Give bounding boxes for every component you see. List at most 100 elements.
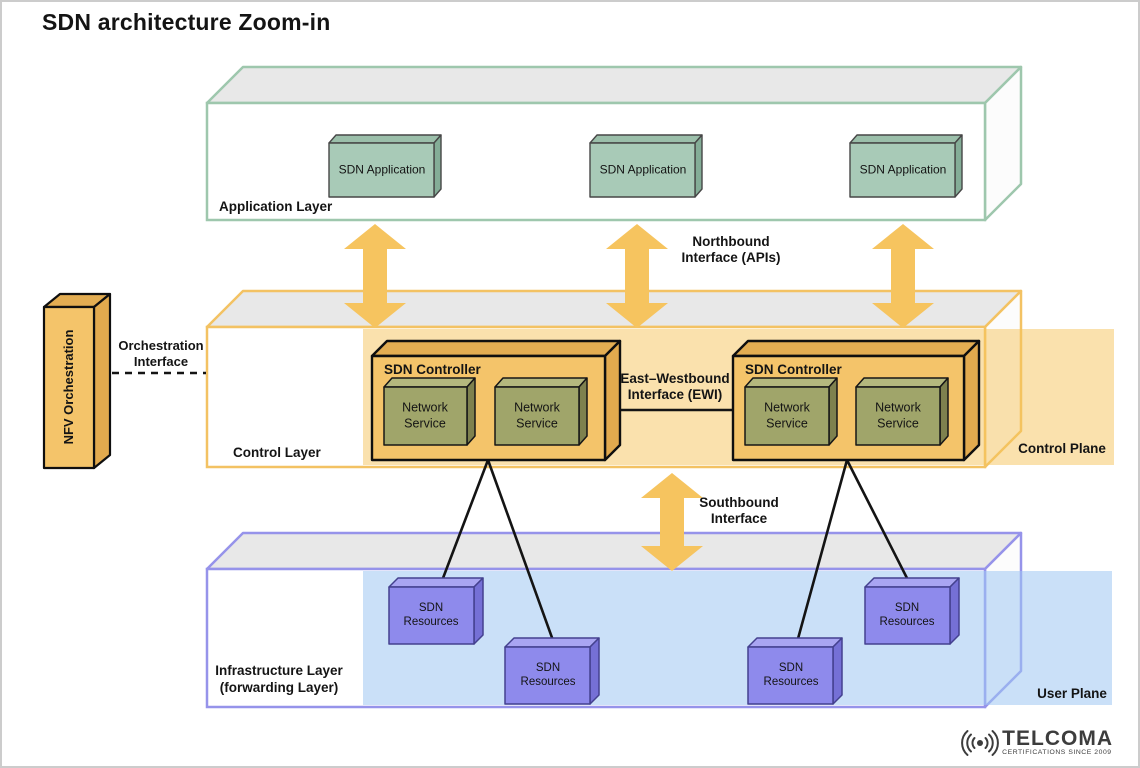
ewi-line2: Interface (EWI) xyxy=(627,387,723,402)
southbound-interface-label: Southbound Interface xyxy=(699,495,778,527)
sdn-application-box-2 xyxy=(589,134,703,198)
res3-line1: SDN xyxy=(778,662,804,674)
user-plane-label: User Plane xyxy=(1037,686,1107,701)
res2-top xyxy=(504,637,600,648)
network-service-box-1 xyxy=(383,377,476,446)
ns2-side xyxy=(578,377,588,446)
controller2-resource3-link xyxy=(794,458,849,648)
ns3-line2: Service xyxy=(766,416,808,430)
res3-side xyxy=(832,637,843,705)
northbound-arrow-3 xyxy=(872,224,934,328)
ns4-line1: Network xyxy=(875,400,921,415)
southbound-line1: Southbound xyxy=(699,495,779,510)
northbound-arrow-1 xyxy=(344,224,406,328)
sdn-application-box-1 xyxy=(328,134,442,198)
res3-top xyxy=(747,637,843,648)
sdn-application-2-label: SDN Application xyxy=(599,162,687,177)
res4-top xyxy=(864,577,960,588)
telcoma-radio-waves-icon xyxy=(961,728,1000,758)
control-plane-label: Control Plane xyxy=(1018,441,1106,456)
telcoma-tagline-text: CERTIFICATIONS SINCE 2009 xyxy=(1002,749,1112,756)
infra-label-line1: Infrastructure Layer xyxy=(215,663,343,678)
southbound-arrow xyxy=(641,473,703,571)
sdn-resources-box-1 xyxy=(388,577,484,645)
controller2-right-face xyxy=(962,339,981,462)
app1-front xyxy=(328,142,435,198)
res4-side xyxy=(949,577,960,645)
app2-top xyxy=(589,134,703,144)
northbound-line2: Interface (APIs) xyxy=(681,250,781,265)
res2-side xyxy=(589,637,600,705)
ns3-top xyxy=(744,377,838,388)
sdn-resources-1-label: SDN Resources xyxy=(404,601,459,629)
ns3-side xyxy=(828,377,838,446)
res1-top xyxy=(388,577,484,588)
ns2-line2: Service xyxy=(516,416,558,430)
sdn-controller-1-label: SDN Controller xyxy=(384,362,481,377)
sdn-controller-1-box xyxy=(370,339,622,462)
app3-side xyxy=(954,134,963,198)
ewi-line1: East–Westbound xyxy=(620,371,730,386)
ns3-front xyxy=(744,386,830,446)
sdn-resources-2-label: SDN Resources xyxy=(521,661,576,689)
ns4-front xyxy=(855,386,941,446)
ns1-front xyxy=(383,386,468,446)
app2-side xyxy=(694,134,703,198)
application-layer-top-face xyxy=(205,65,1023,105)
nfv-box-front-face xyxy=(42,305,96,470)
network-service-box-2 xyxy=(494,377,588,446)
network-service-3-label: Network Service xyxy=(764,401,810,432)
sdn-controller-2-box xyxy=(731,339,981,462)
ns2-line1: Network xyxy=(514,400,560,415)
sdn-resources-3-label: SDN Resources xyxy=(764,661,819,689)
ns2-front xyxy=(494,386,580,446)
controller1-top-face xyxy=(370,339,622,358)
ns3-line1: Network xyxy=(764,400,810,415)
page-title: SDN architecture Zoom-in xyxy=(42,9,331,35)
orchestration-interface-label: Orchestration Interface xyxy=(118,338,203,369)
controller1-resource2-link xyxy=(486,458,557,648)
res2-line2: Resources xyxy=(520,676,576,688)
ns4-line2: Service xyxy=(877,416,919,430)
res4-line1: SDN xyxy=(894,602,920,614)
res1-line2: Resources xyxy=(403,616,459,628)
network-service-box-4 xyxy=(855,377,949,446)
res2-front xyxy=(504,646,591,705)
telcoma-brand-text: TELCOMA xyxy=(1002,727,1113,750)
northbound-arrow-2 xyxy=(606,224,668,328)
nfv-orchestration-box xyxy=(42,292,112,470)
res1-line1: SDN xyxy=(418,602,444,614)
network-service-4-label: Network Service xyxy=(875,401,921,432)
ns4-top xyxy=(855,377,949,388)
network-service-box-3 xyxy=(744,377,838,446)
res4-front xyxy=(864,586,951,645)
southbound-line2: Interface xyxy=(710,511,768,526)
app2-front xyxy=(589,142,696,198)
ns1-line2: Service xyxy=(404,416,446,430)
infra-label-line2: (forwarding Layer) xyxy=(219,679,339,695)
res4-line2: Resources xyxy=(879,616,935,628)
res3-line2: Resources xyxy=(763,676,819,688)
ns1-line1: Network xyxy=(402,400,448,415)
user-plane-band xyxy=(363,571,1112,705)
app1-side xyxy=(433,134,442,198)
northbound-interface-label: Northbound Interface (APIs) xyxy=(681,234,780,266)
sdn-resources-4-label: SDN Resources xyxy=(880,601,935,629)
infrastructure-layer-label: Infrastructure Layer (forwarding Layer) xyxy=(215,663,343,696)
sdn-application-box-3 xyxy=(849,134,963,198)
sdn-resources-box-4 xyxy=(864,577,960,645)
east-westbound-interface-label: East–Westbound Interface (EWI) xyxy=(620,371,729,403)
ns4-side xyxy=(939,377,949,446)
application-layer-label: Application Layer xyxy=(219,199,333,214)
sdn-resources-box-3 xyxy=(747,637,843,705)
res3-front xyxy=(747,646,834,705)
northbound-line1: Northbound xyxy=(692,234,770,249)
telcoma-logo: TELCOMA CERTIFICATIONS SINCE 2009 xyxy=(961,728,1113,758)
ns1-top xyxy=(383,377,476,388)
ns1-side xyxy=(466,377,476,446)
res1-front xyxy=(388,586,475,645)
sdn-application-1-label: SDN Application xyxy=(338,162,426,177)
sdn-controller-2-label: SDN Controller xyxy=(745,362,842,377)
controller2-top-face xyxy=(731,339,981,358)
